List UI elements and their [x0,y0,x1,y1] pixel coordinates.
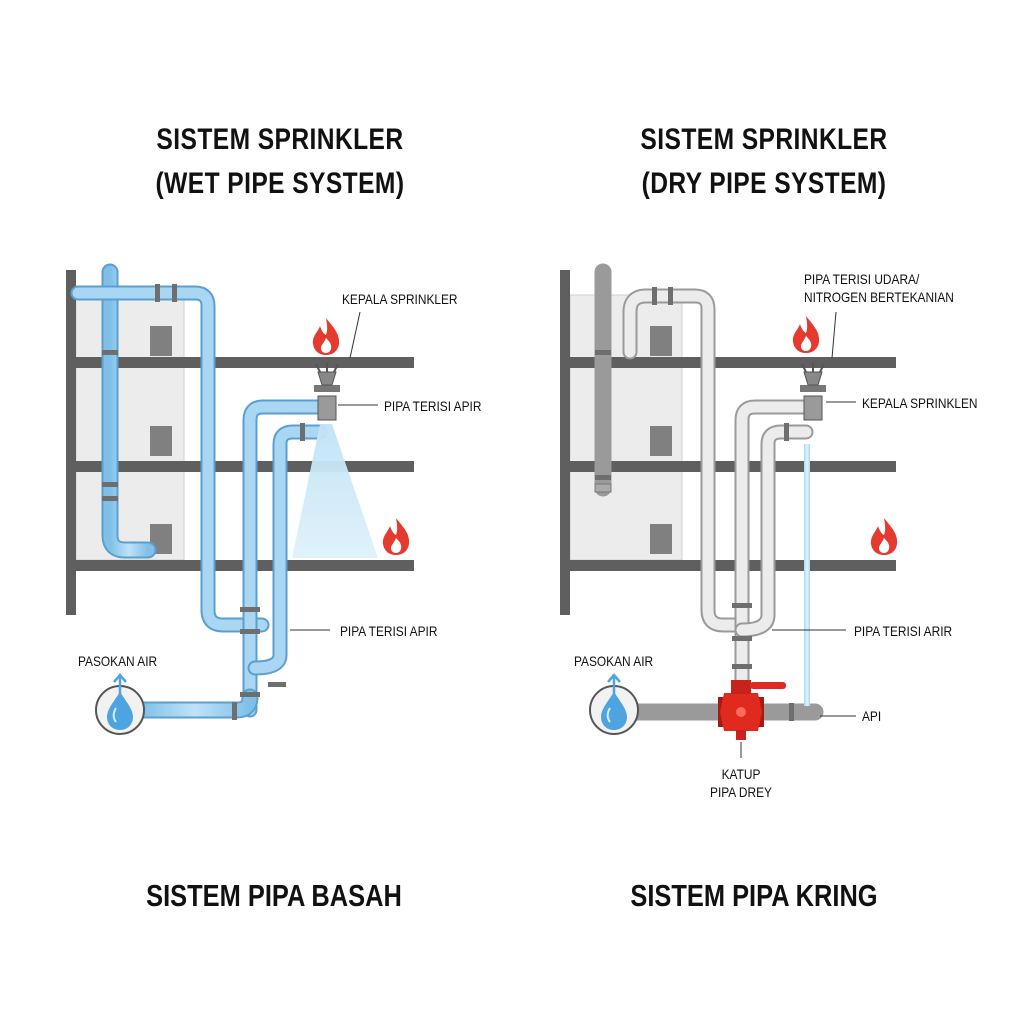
dry-leader-lines [740,311,856,758]
dry-branch-pipe [736,401,812,696]
wet-floor-slab [66,461,414,472]
dry-label-water-supply: PASOKAN AIR [574,653,654,669]
dry-column [560,270,570,615]
wet-sprinkler-head [314,362,340,421]
wet-label-water-supply: PASOKAN AIR [78,653,158,669]
dry-label-api: API [862,708,882,724]
dry-top-pipe [624,290,746,631]
dry-room-box [650,326,672,356]
wet-leader-lines [290,311,378,631]
water-drop-icon [589,673,639,735]
dry-label-sprinkler-head: KEPALA SPRINKLEN [862,395,978,411]
dry-floor-slab [560,357,896,368]
flame-icon [792,316,820,353]
wet-room-box [150,426,172,456]
wet-footer: SISTEM PIPA BASAH [146,878,402,913]
wet-riser-pipe [103,265,155,557]
dry-title-line2: (DRY PIPE SYSTEM) [641,167,887,200]
dry-floor-slab [560,461,896,472]
wet-inner-pipe [249,426,326,674]
dry-title: SISTEM SPRINKLER (DRY PIPE SYSTEM) [625,118,904,206]
dry-water-stream [804,444,810,706]
water-drop-icon [95,673,145,735]
wet-column [66,270,76,615]
wet-system [66,263,414,735]
flame-icon [382,518,410,555]
wet-title: SISTEM SPRINKLER (WET PIPE SYSTEM) [141,118,420,206]
dry-label-valve-line2: PIPA DREY [710,784,772,800]
dry-pipe-valve [718,680,786,740]
dry-system [560,263,898,758]
wet-top-pipe [72,287,268,631]
wet-label-sprinkler-head: KEPALA SPRINKLER [342,291,458,307]
flame-icon [870,518,898,555]
dry-label-pipe-air: PIPA TERISI UDARA/ NITROGEN BERTEKANIAN [804,270,954,306]
dry-label-valve: KATUP PIPA DREY [690,765,792,801]
wet-branch-pipe [244,401,326,716]
dry-title-line1: SISTEM SPRINKLER [640,123,888,156]
dry-flanges [595,287,794,721]
dry-label-valve-line1: KATUP [721,766,761,782]
dry-room-box [650,524,672,554]
wet-title-line2: (WET PIPE SYSTEM) [155,167,405,200]
dry-label-pipe-air-line2: NITROGEN BERTEKANIAN [804,289,954,305]
dry-footer: SISTEM PIPA KRING [630,878,878,913]
wet-spray-cone [292,424,378,558]
flame-icon [312,318,340,355]
dry-floor-slab [560,560,896,571]
wet-label-pipe-filled-lower: PIPA TERISI APIR [340,623,438,639]
wet-room-box [150,326,172,356]
wet-title-line1: SISTEM SPRINKLER [156,123,404,156]
wet-floor-slab [66,560,414,571]
dry-label-pipe-filled: PIPA TERISI ARIR [854,623,953,639]
dry-sprinkler-head [800,362,826,421]
wet-flanges [102,284,305,720]
dry-room-box [650,426,672,456]
dry-riser-cap [594,483,612,493]
wet-supply-pipe [133,690,257,717]
wet-label-pipe-filled-upper: PIPA TERISI APIR [384,398,482,414]
dry-label-pipe-air-line1: PIPA TERISI UDARA/ [804,271,920,287]
wet-floor-slab [66,357,414,368]
dry-inner-pipe [736,426,812,636]
